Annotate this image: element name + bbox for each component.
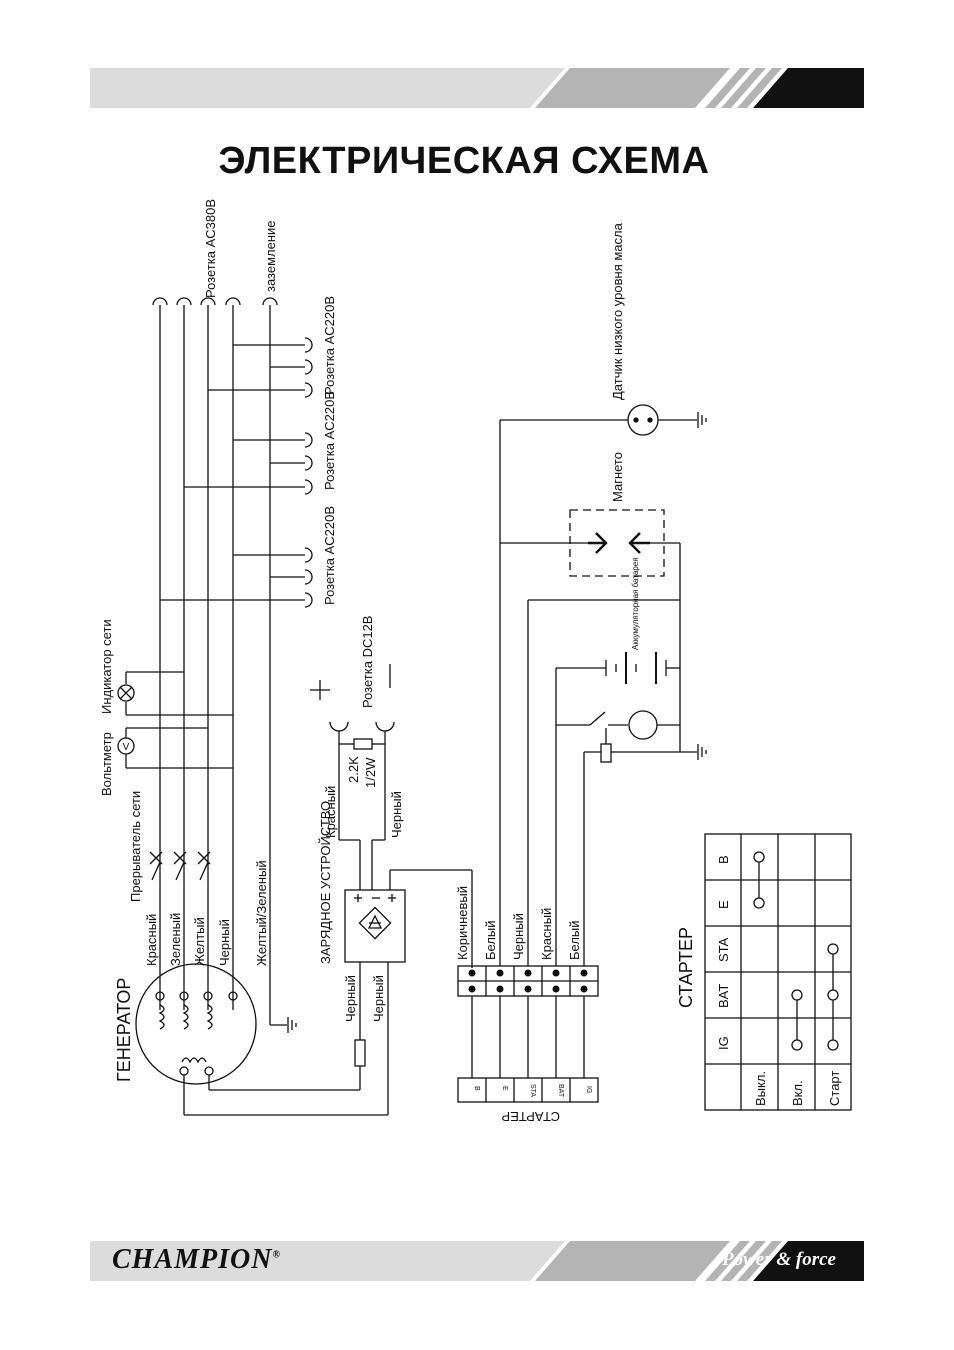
wire-black-charger-1: Черный xyxy=(343,975,358,1022)
label-socket-380: Розетка AC380В xyxy=(203,199,218,298)
wire-black-charger-2: Черный xyxy=(371,975,386,1022)
wire-white-1: Белый xyxy=(483,920,498,960)
wire-green-gen: Зеленый xyxy=(168,913,183,966)
label-net-indicator: Индикатор сети xyxy=(99,619,114,714)
label-battery: Аккумуляторная батарея xyxy=(631,557,640,650)
brand-name: CHAMPION xyxy=(112,1244,273,1275)
wire-yellow-gen: Желтый xyxy=(192,917,207,966)
wire-brown: Коричневый xyxy=(455,886,470,960)
brand-logo: CHAMPION® xyxy=(112,1244,281,1276)
table-row-off: Выкл. xyxy=(753,1071,768,1106)
terminal-label-bat: BAT xyxy=(557,1084,564,1098)
wire-black-start: Черный xyxy=(511,913,526,960)
plus-sign: + xyxy=(320,689,321,691)
wire-white-2: Белый xyxy=(567,920,582,960)
table-col-ig: IG xyxy=(716,1036,731,1050)
terminal-label-b: B xyxy=(473,1086,480,1091)
breaker-switches xyxy=(149,851,211,881)
label-oil-sensor: Датчик низкого уровня масла xyxy=(610,222,625,400)
label-socket-dc: Розетка DC12В xyxy=(360,616,375,708)
header-band xyxy=(90,68,864,108)
label-socket-220-1: Розетка AC220В xyxy=(322,296,337,395)
label-starter-table-title: СТАРТЕР xyxy=(676,927,696,1008)
label-charger: ЗАРЯДНОЕ УСТРОЙСТВО xyxy=(318,801,333,964)
wire-red-start: Красный xyxy=(539,908,554,960)
socket-220-groups xyxy=(160,337,313,608)
table-row-start: Старт xyxy=(827,1071,842,1106)
table-col-sta: STA xyxy=(716,937,731,962)
label-socket-220-3: Розетка AC220В xyxy=(322,506,337,605)
label-starter-mirrored: СТАРТЕР xyxy=(501,1109,560,1124)
brand-registered-mark: ® xyxy=(272,1249,281,1261)
starter-table xyxy=(704,833,852,1111)
wire-black-gen: Черный xyxy=(217,919,232,966)
label-breaker: Прерыватель сети xyxy=(128,791,143,902)
label-generator: ГЕНЕРАТОР xyxy=(114,978,134,1082)
bus-lines xyxy=(159,305,271,1025)
label-socket-220-2: Розетка AC220В xyxy=(322,391,337,490)
wire-black-dc: Черный xyxy=(389,791,404,838)
svg-text:V: V xyxy=(123,742,130,753)
terminal-label-ig: IG xyxy=(585,1086,592,1093)
minus-sign: — xyxy=(390,675,391,677)
table-col-e: E xyxy=(716,900,731,909)
label-magneto: Магнето xyxy=(610,452,625,502)
label-resistor-value: 2.2K xyxy=(346,756,361,783)
terminal-label-e: E xyxy=(501,1086,508,1091)
label-resistor-power: 1/2W xyxy=(363,757,378,788)
starter-terminal-block xyxy=(457,965,599,1103)
socket-380-terminals xyxy=(152,297,278,306)
table-col-b: B xyxy=(716,855,731,864)
label-voltmeter: Вольтметр xyxy=(99,732,114,796)
wire-yellow-green: Желтый/Зеленый xyxy=(254,860,269,966)
table-row-on: Вкл. xyxy=(790,1080,805,1106)
generator-symbol xyxy=(135,963,388,1116)
page-title: ЭЛЕКТРИЧЕСКАЯ СХЕМА xyxy=(218,140,710,182)
wire-red-dc: Красный xyxy=(323,786,338,838)
brand-slogan: Power & force xyxy=(722,1249,836,1270)
label-ground: заземление xyxy=(263,220,278,292)
charger-circuit xyxy=(310,664,473,1115)
engine-wiring xyxy=(499,404,707,966)
footer-band xyxy=(90,1241,864,1281)
wire-red-gen: Красный xyxy=(144,914,159,966)
label-socket-380-text: Розетка AC380В xyxy=(203,199,218,298)
table-col-bat: BAT xyxy=(716,984,731,1008)
meters: V xyxy=(117,671,233,769)
terminal-label-sta: STA xyxy=(529,1084,536,1097)
